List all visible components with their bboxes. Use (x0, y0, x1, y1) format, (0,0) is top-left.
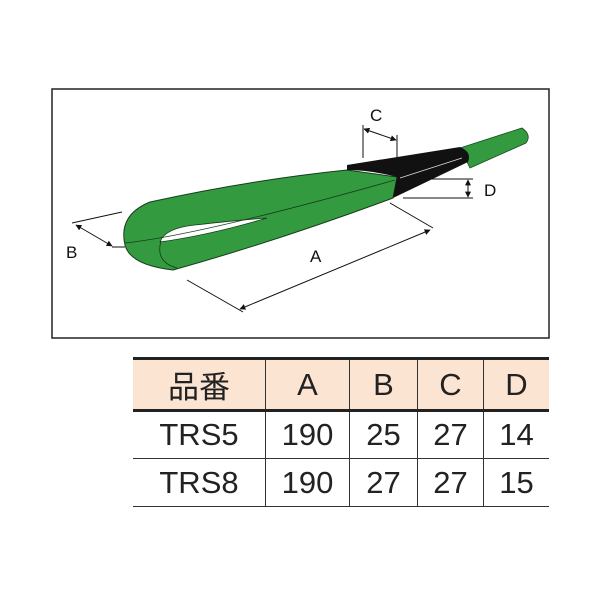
dimension-b-arrow (75, 224, 113, 247)
dimension-a-arrow (239, 229, 431, 310)
sleeve (347, 147, 469, 198)
cell-b: 25 (349, 410, 418, 459)
header-d: D (483, 358, 549, 411)
cell-d: 14 (483, 410, 549, 459)
dimension-b-label: B (66, 243, 77, 262)
strap-end (459, 127, 529, 169)
cell-a: 190 (265, 458, 350, 507)
spec-table: 品番 A B C D TRS5 190 25 27 14 TRS8 190 27… (133, 357, 549, 507)
cell-c: 27 (417, 410, 484, 459)
dimension-c-arrow (363, 127, 397, 142)
cell-a: 190 (265, 410, 350, 459)
cell-d: 15 (483, 458, 549, 507)
header-c: C (417, 358, 484, 411)
table-row: TRS8 190 27 27 15 (133, 458, 549, 507)
dimension-c-label: C (370, 106, 382, 125)
header-part-number: 品番 (168, 370, 230, 405)
cell-part-number: TRS8 (159, 464, 239, 500)
cell-b: 27 (349, 458, 418, 507)
cell-part-number: TRS5 (159, 417, 239, 452)
dimension-a-label: A (310, 247, 322, 266)
dimension-d-label: D (484, 181, 496, 200)
table-row: TRS5 190 25 27 14 (133, 410, 549, 459)
header-b: B (349, 358, 418, 411)
header-a: A (265, 358, 350, 411)
sling-hole (159, 217, 268, 243)
table-header-row: 品番 A B C D (133, 358, 549, 411)
cell-c: 27 (417, 458, 484, 507)
